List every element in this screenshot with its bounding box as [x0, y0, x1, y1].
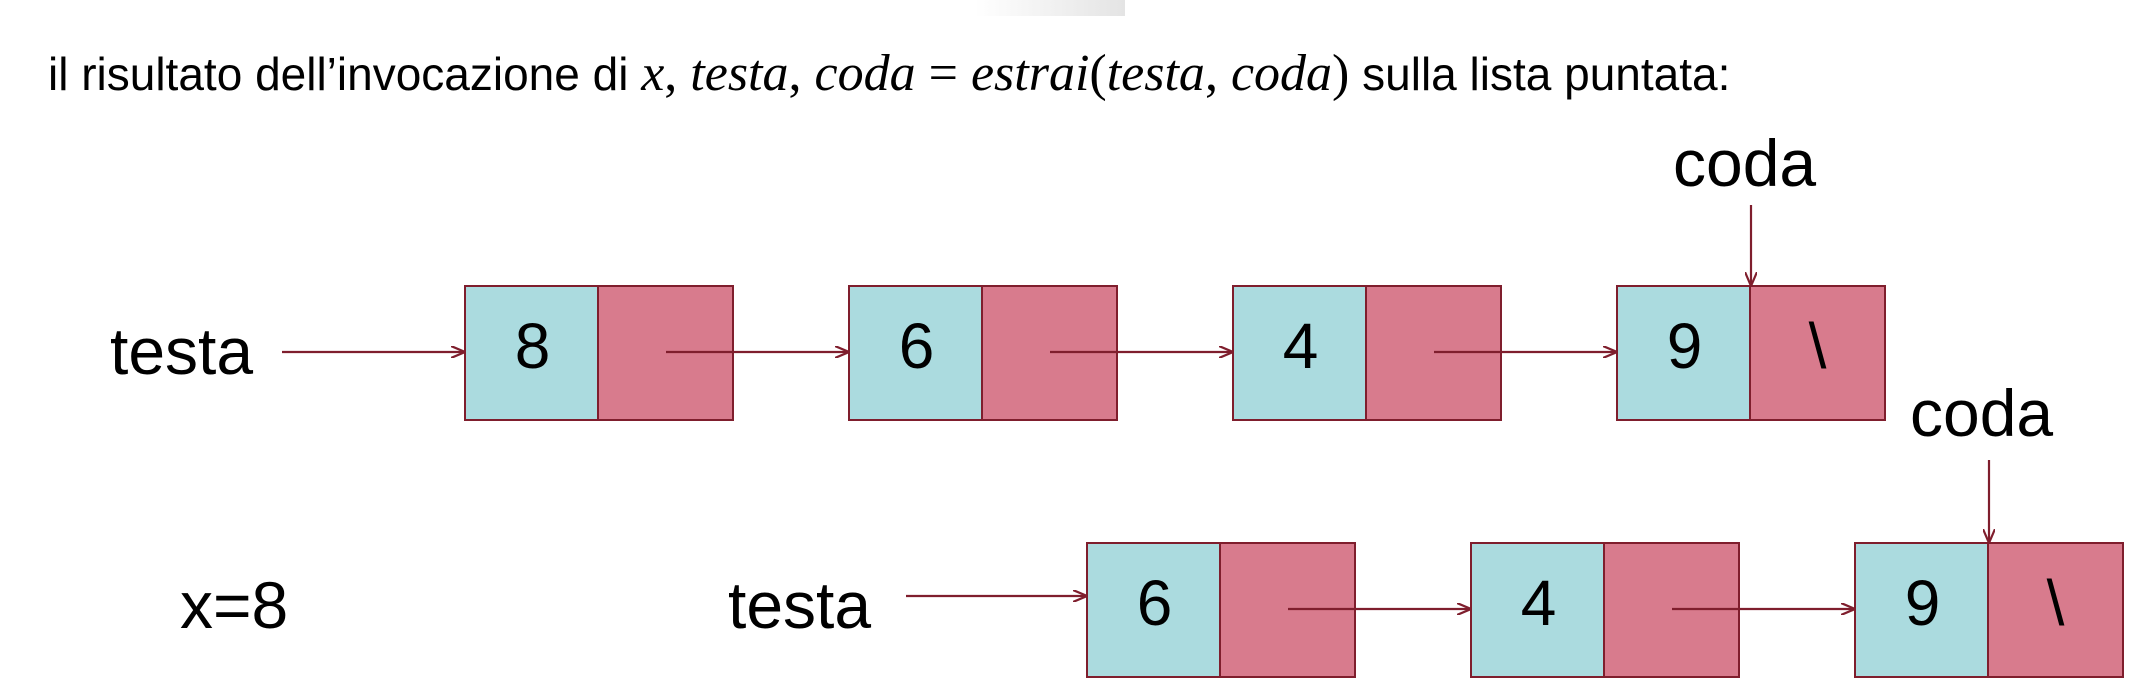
after-tail-label: coda	[1910, 376, 2054, 450]
node-pointer: \	[1749, 285, 1886, 421]
result-label: x=8	[180, 568, 289, 642]
node-value: 6	[1086, 542, 1223, 678]
formula-arg-testa: testa	[1106, 45, 1205, 102]
node-value: 4	[1232, 285, 1369, 421]
caption-suffix: sulla lista puntata:	[1362, 48, 1731, 100]
before-tail-label: coda	[1673, 126, 1817, 200]
node-value: 9	[1854, 542, 1991, 678]
node-value: 9	[1616, 285, 1753, 421]
before-node-4: 9 \	[1616, 285, 1886, 421]
after-node-3: 9 \	[1854, 542, 2124, 678]
node-value: 8	[464, 285, 601, 421]
caption-formula: x, testa, coda = estrai(testa, coda)	[641, 45, 1350, 102]
before-node-1: 8	[464, 285, 734, 421]
node-pointer: \	[1987, 542, 2124, 678]
node-value: 6	[848, 285, 985, 421]
node-value: 4	[1470, 542, 1607, 678]
after-node-2: 4	[1470, 542, 1740, 678]
caption-prefix: il risultato dell’invocazione di	[48, 48, 629, 100]
before-head-label: testa	[110, 314, 254, 388]
before-node-3: 4	[1232, 285, 1502, 421]
caption: il risultato dell’invocazione di x, test…	[48, 44, 2138, 104]
formula-function: estrai	[970, 45, 1090, 102]
formula-equals: =	[928, 45, 958, 102]
formula-arg-coda: coda	[1230, 45, 1333, 102]
formula-lparen: (	[1089, 45, 1107, 102]
formula-rparen: )	[1332, 45, 1350, 102]
formula-testa: testa	[690, 45, 789, 102]
slide-top-bar	[975, 0, 1125, 16]
formula-x: x	[641, 45, 665, 102]
formula-coda: coda	[814, 45, 916, 102]
after-head-label: testa	[728, 568, 872, 642]
